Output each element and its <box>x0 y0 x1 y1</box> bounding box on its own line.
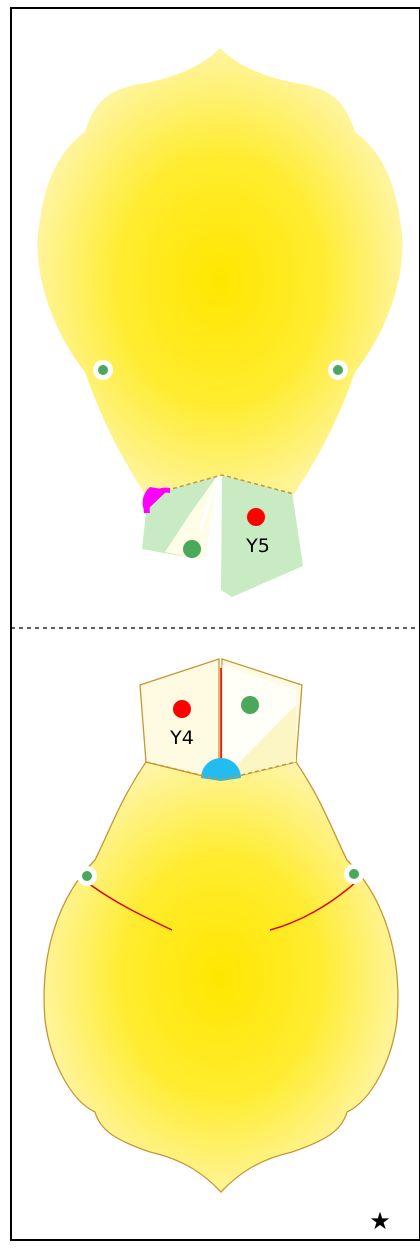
top-petal-piece: Y5 <box>37 48 403 597</box>
star-icon: ★ <box>369 1207 391 1235</box>
bottom-right-tab-white <box>222 665 296 780</box>
bottom-cyan-marker <box>201 758 241 781</box>
top-left-tab-cream <box>165 475 218 560</box>
top-piece-label: Y5 <box>245 535 270 557</box>
top-petal-seam <box>145 474 295 497</box>
bottom-left-tab <box>139 658 220 781</box>
top-left-hole <box>98 365 108 375</box>
top-magenta-marker-b <box>143 487 170 513</box>
bottom-petal-piece: Y4 <box>43 658 399 1193</box>
bottom-left-cut <box>83 879 173 931</box>
bottom-piece-label: Y4 <box>169 727 194 749</box>
top-right-tab <box>221 475 303 597</box>
page-frame <box>10 7 420 1241</box>
bottom-left-hole <box>82 871 92 881</box>
top-red-dot <box>247 508 265 526</box>
bottom-red-dot <box>173 700 191 718</box>
bottom-right-hole <box>349 869 359 879</box>
top-petal <box>37 48 403 496</box>
bottom-green-dot <box>241 696 259 714</box>
bottom-seam <box>145 761 297 781</box>
bottom-petal <box>43 761 399 1193</box>
top-tab-crease <box>198 474 220 531</box>
bottom-right-cut <box>269 881 357 931</box>
top-right-hole <box>333 365 343 375</box>
top-green-dot <box>183 540 201 558</box>
